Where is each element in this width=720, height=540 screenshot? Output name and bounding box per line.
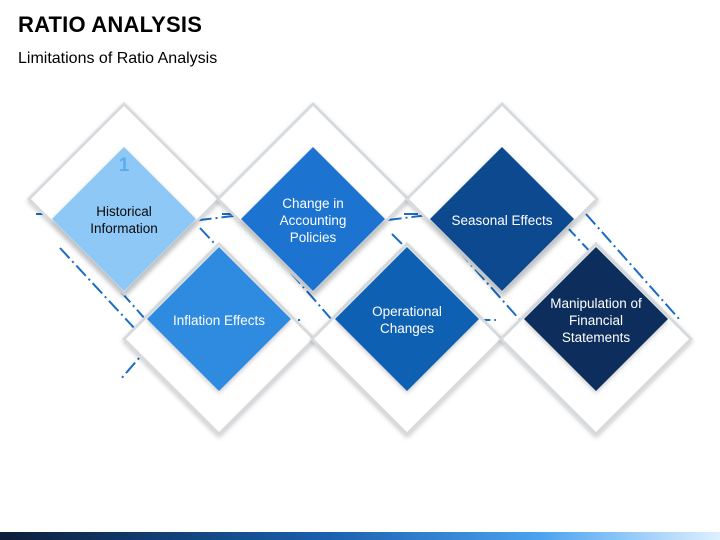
step-numbers: 1 2 3 4 5 6 <box>119 155 602 384</box>
step-label-4: Operational Changes <box>372 304 442 336</box>
diamonds <box>52 147 668 391</box>
step-number-5: 5 <box>497 155 508 176</box>
step-number-3: 3 <box>308 155 319 176</box>
diamond-step-3 <box>241 147 385 291</box>
dashed-connector-line <box>59 247 137 331</box>
step-number-1: 1 <box>119 155 130 176</box>
step-label-2: Inflation Effects <box>172 312 266 328</box>
page-subtitle: Limitations of Ratio Analysis <box>18 50 218 67</box>
footer-gradient-bar <box>0 532 720 540</box>
step-label-6: Manipulation of Financial Statements <box>550 295 642 345</box>
diamond-step-5 <box>430 147 574 291</box>
diamond-step-1 <box>52 147 196 291</box>
step-number-2: 2 <box>214 363 225 384</box>
step-label-5: Seasonal Effects <box>451 212 553 228</box>
step-number-4: 4 <box>402 363 413 384</box>
diamond-step-2 <box>147 247 291 391</box>
diamond-step-4 <box>335 247 479 391</box>
step-label-1: Historical Information <box>90 204 158 236</box>
page-title: RATIO ANALYSIS <box>18 12 203 37</box>
diamond-step-6 <box>524 247 668 391</box>
step-label-3: Change in Accounting Policies <box>279 195 347 245</box>
step-number-6: 6 <box>591 363 602 384</box>
